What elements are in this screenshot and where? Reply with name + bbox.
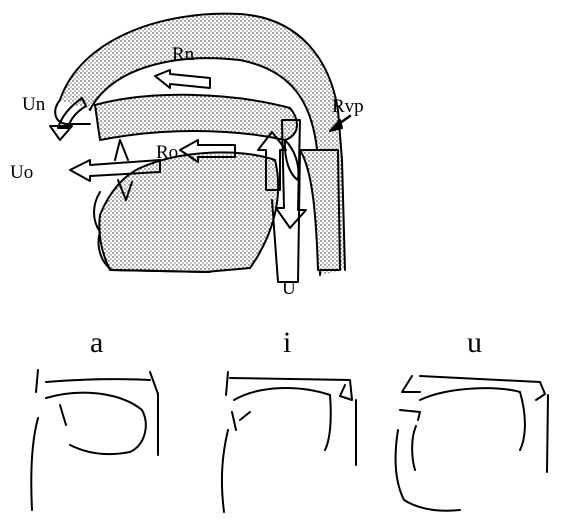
label-un: Un (22, 94, 46, 115)
label-uo: Uo (10, 162, 33, 183)
vowel-profile-a (31, 370, 158, 510)
label-rvp: Rvp (332, 96, 364, 117)
vowel-label-i: i (283, 326, 291, 359)
vowel-label-a: a (90, 326, 103, 359)
tongue (99, 152, 278, 272)
vowel-label-u: u (467, 326, 482, 359)
sagittal-section (50, 14, 350, 282)
label-ro: Ro (156, 142, 178, 163)
label-rn: Rn (172, 44, 195, 65)
hard-palate (95, 95, 297, 140)
vowel-profile-u (396, 376, 548, 511)
velum (285, 140, 299, 180)
label-u: U (282, 278, 296, 299)
vowel-row: a i u (90, 326, 482, 359)
arrow-rn (155, 70, 210, 88)
vowel-profile-i (222, 372, 356, 512)
